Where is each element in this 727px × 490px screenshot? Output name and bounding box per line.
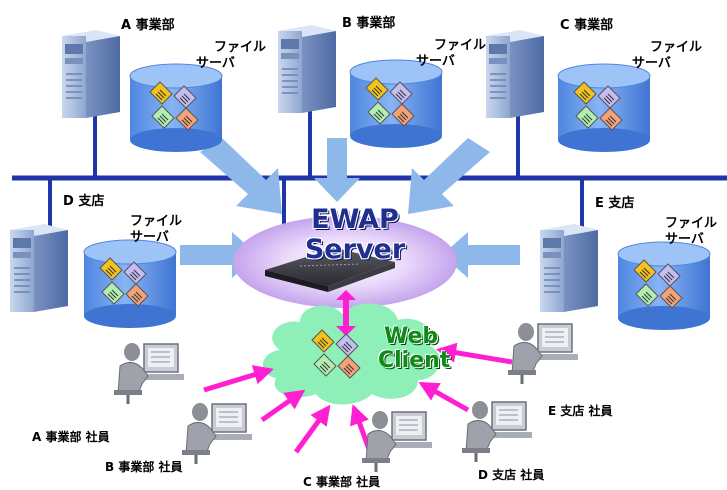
division-b-server-icon (278, 25, 336, 113)
arrow-from-division-b (314, 138, 360, 202)
branch-d-server-icon (10, 224, 68, 312)
cloud-doc-4 (337, 355, 361, 379)
division-c-doc-4 (599, 107, 623, 131)
web-client-line1: Web (384, 324, 439, 349)
arrow-from-division-c (408, 138, 490, 214)
appliance-icon (265, 248, 395, 286)
branch-e-doc-4 (659, 285, 683, 309)
branch-d-doc-4 (125, 283, 149, 307)
web-client-cloud (262, 303, 440, 405)
division-a-doc-1 (149, 81, 173, 105)
division-a-doc-4 (175, 107, 199, 131)
division-c-server-icon (486, 30, 544, 118)
ewap-title: EWAP Server (300, 205, 410, 265)
division-a-storage-icon (129, 63, 223, 152)
division-b-storage-icon (349, 59, 443, 148)
arrow-from-employee-d (418, 381, 470, 413)
branch-e-server-icon (540, 224, 598, 312)
division-b-server-text: ファイルサーバ (416, 38, 487, 69)
division-c-doc-1 (573, 81, 597, 105)
employee-a-icon (114, 343, 184, 404)
division-b-doc-2 (389, 81, 413, 105)
ewap-title-line2: Server (304, 234, 406, 265)
data-flow-arrows (180, 138, 520, 278)
branch-d-doc-2 (123, 261, 147, 285)
division-c-server-text: ファイルサーバ (632, 40, 703, 71)
branch-e-doc-1 (633, 259, 657, 283)
arrow-from-division-a (200, 138, 282, 214)
branch-d-doc-3 (101, 281, 125, 305)
branch-d-server-label: ファイルサーバ (130, 214, 183, 245)
employee-d-icon (462, 401, 532, 462)
division-b-doc-1 (365, 77, 389, 101)
division-a-server-label: ファイルサーバ (196, 40, 266, 72)
division-a-doc-2 (173, 85, 197, 109)
division-c-label: C 事業部 (560, 18, 614, 33)
branch-e-storage-icon (617, 241, 711, 330)
ewap-title-line1: EWAP (311, 204, 399, 235)
web-client-line2: Client (378, 348, 451, 373)
branch-e-doc-2 (657, 263, 681, 287)
division-a-label: A 事業部 (121, 18, 175, 33)
employee-c-icon (362, 411, 432, 472)
division-c-doc-2 (597, 85, 621, 109)
arrow-from-employee-a (203, 365, 274, 393)
division-b-server-label: ファイルサーバ (416, 38, 486, 70)
branch-e-doc-3 (635, 283, 659, 307)
arrow-from-branch-e (442, 232, 520, 278)
employee-b-label: B 事業部 社員 (105, 460, 183, 474)
division-c-server-label: ファイルサーバ (632, 40, 702, 72)
arrow-from-employee-e (436, 342, 513, 365)
cloud-doc-3 (313, 353, 337, 377)
division-b-doc-4 (391, 103, 415, 127)
employee-e-icon (508, 323, 578, 384)
web-client-title: Web Client (378, 325, 458, 373)
arrow-from-employee-b (260, 389, 306, 423)
branch-d-label: D 支店 (63, 194, 105, 209)
branch-d-storage-icon (83, 239, 177, 328)
branch-e-label: E 支店 (595, 196, 635, 211)
division-a-server-text: ファイルサーバ (196, 40, 267, 71)
arrow-from-employee-c (293, 404, 331, 454)
employee-d-label: D 支店 社員 (478, 468, 545, 482)
branch-d-doc-1 (99, 257, 123, 281)
division-b-label: B 事業部 (342, 16, 396, 31)
division-a-doc-3 (151, 105, 175, 129)
employee-a-label: A 事業部 社員 (32, 430, 110, 444)
division-b-doc-3 (367, 101, 391, 125)
server-client-link (336, 290, 356, 336)
employee-c-label: C 事業部 社員 (303, 475, 381, 489)
division-c-doc-3 (575, 105, 599, 129)
ewap-server (233, 216, 457, 308)
division-c-storage-icon (557, 63, 651, 152)
cloud-doc-1 (311, 329, 335, 353)
employee-b-icon (182, 403, 252, 464)
division-a-server-icon (62, 30, 120, 118)
branch-e-server-label: ファイルサーバ (665, 216, 718, 247)
employee-e-label: E 支店 社員 (548, 404, 613, 418)
cloud-doc-2 (335, 333, 359, 357)
